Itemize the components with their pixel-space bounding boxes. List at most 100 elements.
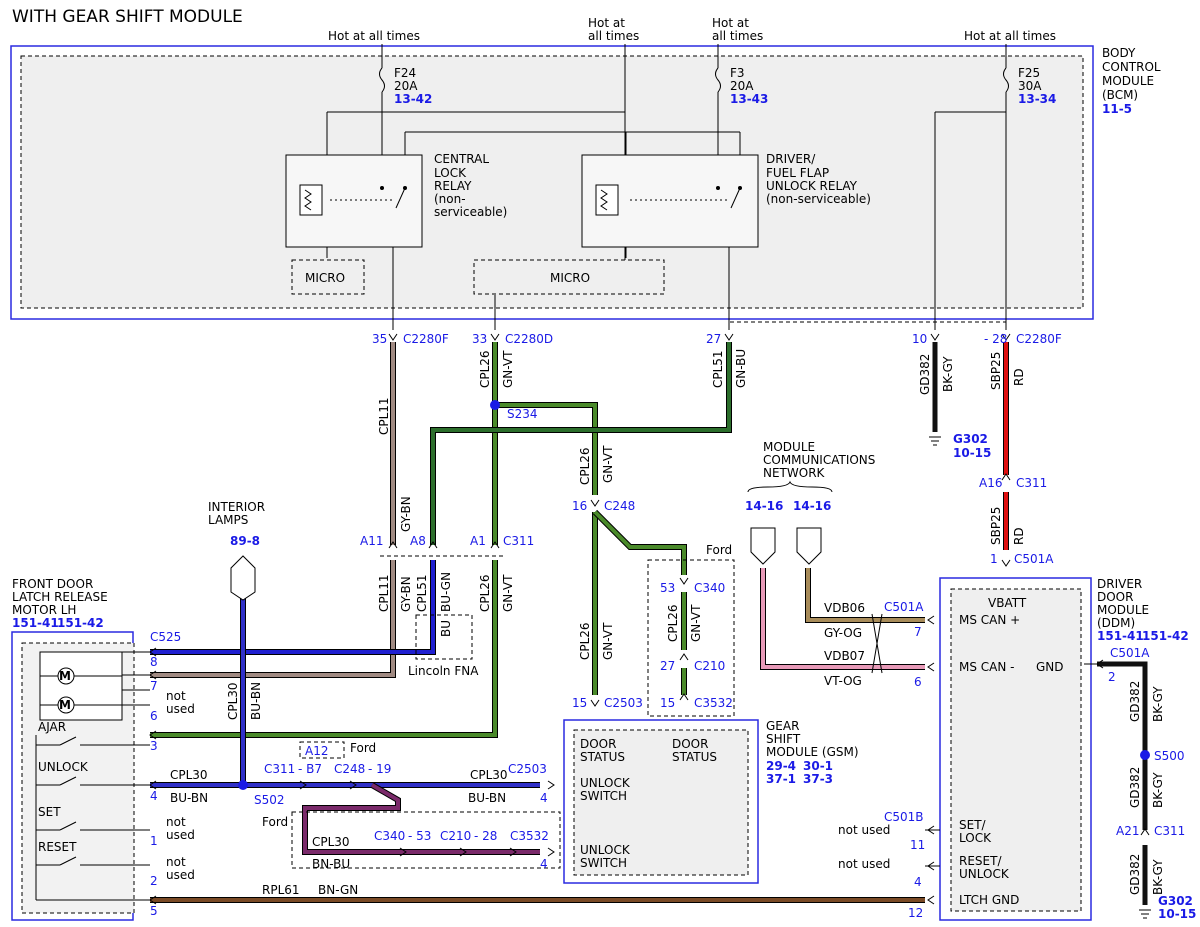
pin-27-b: 27: [660, 659, 675, 673]
p19-label: - 19: [368, 762, 391, 776]
conn-28: C2280F: [1016, 332, 1062, 346]
pin-35: 35: [372, 332, 387, 346]
gd382-b: GD382: [1128, 681, 1142, 722]
interior-lamps-connector-icon[interactable]: [230, 555, 256, 601]
ddm-label-4: (DDM): [1097, 616, 1135, 630]
gsm-ref-3[interactable]: 37-1: [766, 772, 796, 786]
s500-label: S500: [1154, 749, 1185, 763]
interior-lamps-ref[interactable]: 89-8: [230, 534, 260, 548]
gsm-ref-2[interactable]: 30-1: [803, 759, 833, 773]
ajar-label: AJAR: [38, 720, 66, 734]
gybn-c: GY-BN: [399, 576, 413, 612]
not-used-2a: not: [166, 815, 186, 829]
f24-ref[interactable]: 13-42: [394, 92, 432, 106]
ford-bnbu-box: [291, 811, 561, 869]
gybn-a: GY-BN: [399, 496, 413, 532]
ddm-pin-11: 11: [910, 838, 925, 852]
unlock-switch-2b: SWITCH: [580, 856, 627, 870]
pin-7: 7: [150, 679, 158, 693]
ford-label-3: Ford: [262, 815, 288, 829]
unlock-switch-1a: UNLOCK: [580, 776, 631, 790]
pin-8: 8: [150, 655, 158, 669]
pin-2: 2: [150, 874, 158, 888]
set-lock-2: LOCK: [959, 831, 992, 845]
gsm-label-3: MODULE (GSM): [766, 745, 859, 759]
c501a-mid-label: C501A: [884, 600, 924, 614]
c501a-top-label: C501A: [1014, 552, 1054, 566]
fdl-ref-2[interactable]: 151-42: [57, 616, 104, 630]
gnd-label: GND: [1036, 660, 1064, 674]
bu-label: BU: [439, 620, 453, 637]
reset-unlock-2: UNLOCK: [959, 867, 1010, 881]
bcm-inner: [20, 55, 1084, 309]
motor-2-icon: M: [59, 698, 71, 712]
ford-label-2: Ford: [350, 741, 376, 755]
f3-ref[interactable]: 13-43: [730, 92, 768, 106]
gnvt-e: GN-VT: [601, 622, 615, 660]
ground-g302-right-icon: [1139, 909, 1151, 919]
central-lock-relay: [285, 154, 423, 248]
mcn-ref-1[interactable]: 14-16: [745, 499, 783, 513]
ddm-ref-2[interactable]: 151-42: [1142, 629, 1189, 643]
hot-label-1: Hot at all times: [328, 29, 420, 43]
bugn-label: BU-GN: [439, 572, 453, 612]
dfr-label-4: (non-serviceable): [766, 192, 871, 206]
sbp25-b: SBP25: [989, 507, 1003, 545]
hot-label-2a: Hot at: [588, 16, 625, 30]
not-used-2b: used: [166, 828, 195, 842]
g302-top-ref[interactable]: 10-15: [953, 446, 991, 460]
bcm-ref[interactable]: 11-5: [1102, 102, 1132, 116]
interior-lamps-label-2: LAMPS: [208, 513, 248, 527]
pin-33: 33: [472, 332, 487, 346]
f25-ref[interactable]: 13-34: [1018, 92, 1056, 106]
pin-15-b: 15: [660, 696, 675, 710]
mcn-ref-2[interactable]: 14-16: [793, 499, 831, 513]
bnbu-label: BN-BU: [312, 857, 350, 871]
splice-s502: [238, 780, 248, 790]
gsm-ref-4[interactable]: 37-3: [803, 772, 833, 786]
gsm-ref-1[interactable]: 29-4: [766, 759, 796, 773]
c210-label: C210: [694, 659, 725, 673]
hot-label-3b: all times: [712, 29, 763, 43]
mcn-connector-1-icon[interactable]: [750, 527, 776, 565]
a11-label: A11: [360, 534, 383, 548]
cpl51-a: CPL51: [711, 350, 725, 388]
fdl-label-3: MOTOR LH: [12, 603, 76, 617]
bubn-b: BU-BN: [170, 791, 208, 805]
cpl51-b: CPL51: [415, 574, 429, 612]
hot-label-3a: Hot at: [712, 16, 749, 30]
gsm-pin-4: 4: [540, 791, 548, 805]
bcm-label-3: MODULE: [1102, 74, 1154, 88]
mcn-connector-2-icon[interactable]: [796, 527, 822, 565]
bcm-module: BODY CONTROL MODULE (BCM) 11-5: [10, 45, 1161, 320]
vdb06-label: VDB06: [824, 601, 865, 615]
c3532-a-label: C3532: [694, 696, 733, 710]
bubn-c: BU-BN: [468, 791, 506, 805]
hot-label-2b: all times: [588, 29, 639, 43]
driver-unlock-relay: [581, 154, 759, 248]
bngn-label: BN-GN: [318, 883, 358, 897]
door-status-2b: STATUS: [672, 750, 717, 764]
g302-right-ref[interactable]: 10-15: [1158, 907, 1196, 921]
clr-label-1: CENTRAL: [434, 152, 489, 166]
ddm-ref-1[interactable]: 151-41: [1097, 629, 1144, 643]
unlock-label: UNLOCK: [38, 760, 89, 774]
wires: [150, 342, 1148, 905]
mcn-label-1: MODULE: [763, 440, 815, 454]
dfr-label-3: UNLOCK RELAY: [766, 179, 858, 193]
rd-b: RD: [1012, 527, 1026, 545]
ford-c340-box: [647, 559, 735, 717]
c2503-b-label: C2503: [508, 762, 547, 776]
fdl-ref-1[interactable]: 151-41: [12, 616, 59, 630]
c501b-label: C501B: [884, 810, 924, 824]
pin-4: 4: [150, 789, 158, 803]
micro-label-2: MICRO: [550, 271, 590, 285]
cpl26-d: CPL26: [478, 574, 492, 612]
ddm-pin-7: 7: [914, 625, 922, 639]
fdl-module: [11, 631, 135, 921]
c501a-top-pin: 1: [990, 552, 998, 566]
a12-box: [299, 741, 345, 759]
set-lock-1: SET/: [959, 818, 987, 832]
reset-unlock-1: RESET/: [959, 854, 1002, 868]
